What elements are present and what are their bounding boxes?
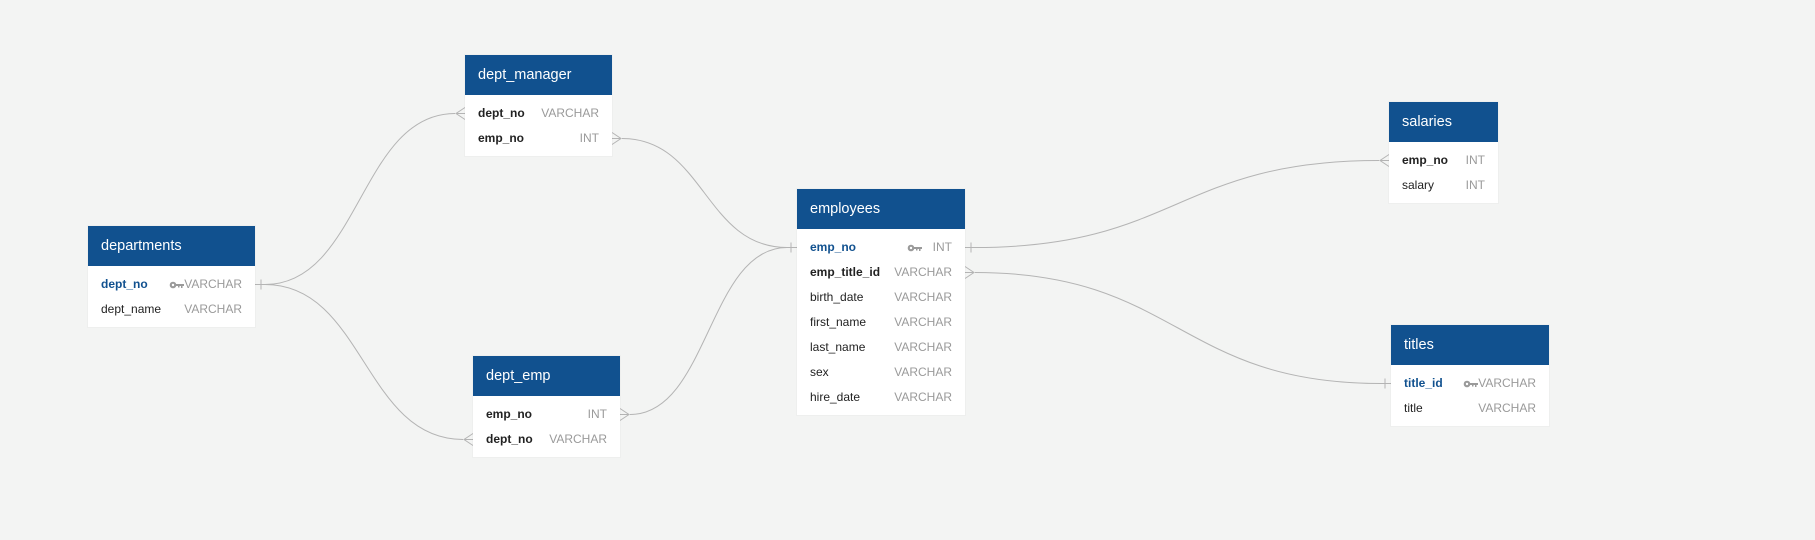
field-type: VARCHAR (894, 340, 952, 354)
field-type: VARCHAR (1478, 376, 1536, 390)
table-dept-manager[interactable]: dept_manager dept_no VARCHAR emp_no INT (465, 55, 612, 156)
field-type: VARCHAR (549, 432, 607, 446)
relationship-line[interactable] (255, 279, 474, 446)
field-name: dept_no (101, 277, 148, 291)
field-name: sex (810, 365, 829, 379)
field-row[interactable]: title_id VARCHAR (1391, 371, 1549, 396)
field-row[interactable]: hire_date VARCHAR (797, 385, 965, 410)
field-row[interactable]: last_name VARCHAR (797, 335, 965, 360)
field-name: first_name (810, 315, 867, 329)
field-row[interactable]: emp_title_id VARCHAR (797, 260, 965, 285)
relationship-line[interactable] (619, 242, 797, 421)
field-name: dept_name (101, 302, 162, 316)
field-row[interactable]: salary INT (1389, 173, 1498, 198)
field-type: VARCHAR (1478, 401, 1536, 415)
field-name: emp_no (486, 407, 533, 421)
field-row[interactable]: first_name VARCHAR (797, 310, 965, 335)
field-name: birth_date (810, 290, 864, 304)
field-name: title_id (1404, 376, 1443, 390)
field-row[interactable]: emp_no INT (1389, 148, 1498, 173)
field-name: emp_no (1402, 153, 1449, 167)
field-name: hire_date (810, 390, 861, 404)
field-type: VARCHAR (541, 106, 599, 120)
field-name: last_name (810, 340, 866, 354)
field-type: INT (932, 240, 952, 254)
field-name: dept_no (478, 106, 525, 120)
relationship-line[interactable] (255, 107, 466, 290)
field-type: VARCHAR (894, 365, 952, 379)
field-row[interactable]: birth_date VARCHAR (797, 285, 965, 310)
field-name: salary (1402, 178, 1435, 192)
field-row[interactable]: emp_no INT (465, 126, 612, 151)
key-icon (906, 235, 924, 260)
field-row[interactable]: dept_no VARCHAR (473, 427, 620, 452)
key-icon (168, 272, 186, 297)
relationship-line[interactable] (611, 132, 797, 253)
field-row[interactable]: dept_no VARCHAR (465, 101, 612, 126)
field-type: VARCHAR (894, 315, 952, 329)
field-row[interactable]: emp_no INT (473, 402, 620, 427)
field-type: INT (587, 407, 607, 421)
table-fields: emp_no INT dept_no VARCHAR (473, 396, 620, 457)
field-type: VARCHAR (894, 390, 952, 404)
field-row[interactable]: dept_no VARCHAR (88, 272, 255, 297)
table-header[interactable]: titles (1391, 325, 1549, 365)
field-type: VARCHAR (894, 265, 952, 279)
field-type: INT (1465, 178, 1485, 192)
field-type: VARCHAR (184, 277, 242, 291)
field-name: dept_no (486, 432, 533, 446)
field-row[interactable]: title VARCHAR (1391, 396, 1549, 421)
table-fields: dept_no VARCHAR emp_no INT (465, 95, 612, 156)
key-icon (1462, 371, 1480, 396)
field-name: emp_title_id (810, 265, 881, 279)
field-row[interactable]: sex VARCHAR (797, 360, 965, 385)
field-name: emp_no (478, 131, 525, 145)
table-header[interactable]: employees (797, 189, 965, 229)
relationship-line[interactable] (964, 266, 1391, 389)
field-name: emp_no (810, 240, 857, 254)
table-header[interactable]: departments (88, 226, 255, 266)
field-type: VARCHAR (894, 290, 952, 304)
field-type: INT (579, 131, 599, 145)
relationship-line[interactable] (965, 154, 1390, 253)
field-type: VARCHAR (184, 302, 242, 316)
field-name: title (1404, 401, 1423, 415)
table-header[interactable]: dept_manager (465, 55, 612, 95)
table-header[interactable]: salaries (1389, 102, 1498, 142)
field-row[interactable]: dept_name VARCHAR (88, 297, 255, 322)
table-dept-emp[interactable]: dept_emp emp_no INT dept_no VARCHAR (473, 356, 620, 457)
field-type: INT (1465, 153, 1485, 167)
table-header[interactable]: dept_emp (473, 356, 620, 396)
field-row[interactable]: emp_no INT (797, 235, 965, 260)
